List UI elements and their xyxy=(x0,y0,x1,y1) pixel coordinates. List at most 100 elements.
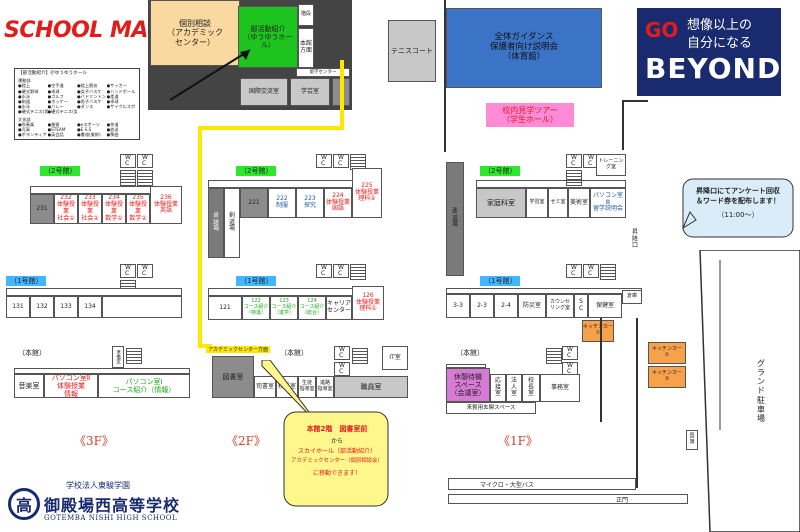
legend-title: 【部活動紹介】＠ゆうゆうホール xyxy=(18,71,87,76)
grand-parking: グ ラ ン ド 駐 車 場 xyxy=(752,346,770,436)
culture-6: ●E.S.S xyxy=(77,127,92,133)
f2-tosho-room: 図書室 xyxy=(212,356,254,398)
culture-2: ●eスポーツ xyxy=(77,121,100,127)
f1-kyukei: 休憩待機 スペース （会議室） xyxy=(446,368,490,402)
legend-sports-list: ●陸上●空手道●陸上競技●サッカー●硬式野球●卓球●女子バスケ●ハンドボール●水… xyxy=(18,83,136,114)
f3-room-235: 235 体験授業 数学② xyxy=(126,194,150,224)
notice-time: （11:00～） xyxy=(717,211,759,219)
f2-it-room: IT室 xyxy=(382,346,408,370)
f2-wc-4: W C xyxy=(333,264,349,278)
culture-10: ●書道(美術) xyxy=(77,132,101,138)
f1-kitchen-2: キッチンカー ② xyxy=(648,342,686,364)
sports-15: ●卓球 xyxy=(106,99,119,105)
f1-bijutsu: 美術室 xyxy=(568,188,590,218)
sports-10: ●バドミントン xyxy=(77,93,106,99)
sports-16: ●水泳 xyxy=(18,104,31,110)
grand-parking-shape xyxy=(699,250,800,532)
f2-honkan-tag: （本館） xyxy=(280,349,308,357)
culture-7: ●放送 xyxy=(106,127,119,133)
f1-kitchen-3: キッチンカー ③ xyxy=(648,366,686,388)
sports-14: ●男子バスケ xyxy=(77,99,102,105)
bus-lane xyxy=(448,478,636,490)
seimon-gate xyxy=(448,494,688,504)
f3-room-134: 134 xyxy=(78,296,102,318)
sports-3: ●サッカー xyxy=(106,83,127,89)
f2-room-122: 122 コース紹介 （特進） xyxy=(242,296,270,320)
f1-souko: 倉庫 xyxy=(622,290,642,304)
f3-stair-2 xyxy=(137,170,153,186)
legend-culture-title: 文化部 xyxy=(18,116,31,122)
f1-bousai: 防災室 xyxy=(518,294,546,318)
f2-callout-title: 本館2階 図書室前 xyxy=(306,425,368,433)
f1-oseppu: 応 接 室 xyxy=(490,374,506,402)
honkan-direction: 本館 方面 xyxy=(298,28,314,68)
beyond-text: BEYOND xyxy=(645,52,782,85)
sports-11: ●柔道 xyxy=(106,93,119,99)
go-text: GO xyxy=(645,18,679,42)
f2-wc-2: W C xyxy=(333,154,349,168)
f1-wall-top-right xyxy=(622,100,648,102)
f1-seminar: ゼミ室 xyxy=(548,188,568,218)
sports-4: ●硬式野球 xyxy=(18,88,39,94)
f3-honkan-corridor xyxy=(14,368,190,374)
go-beyond-banner: GO 想像以上の 自分になる BEYOND xyxy=(637,8,781,96)
f1-honkan-tag: （本館） xyxy=(456,349,484,357)
slogan-line1: 想像以上の xyxy=(687,18,753,33)
f2-wc-5: W C xyxy=(334,346,350,360)
f3-ongaku-room: 音楽室 xyxy=(14,374,44,398)
f3-wc-2: W C xyxy=(137,154,153,168)
slogan-line2: 自分になる xyxy=(687,36,753,51)
f1-sc: S C xyxy=(574,294,588,318)
f2-callout-line3: に移動できます！ xyxy=(312,470,361,477)
crest-char: 高 xyxy=(15,496,32,515)
culture-0: ●吹奏楽 xyxy=(18,121,35,127)
f1-label: 《1F》 xyxy=(498,434,538,448)
sports-13: ●ホッケー xyxy=(47,99,68,105)
f1-room-24: 2-4 xyxy=(494,294,518,318)
sports-17: ●バレー xyxy=(47,104,64,110)
f3-pc-room-1: パソコン室Ⅰ コース紹介（情報） xyxy=(98,374,190,398)
f3-stair-4 xyxy=(126,348,142,364)
f2-stair-2 xyxy=(350,264,366,280)
gakugei-room: 学芸室 xyxy=(290,78,330,106)
f3-wc-1: W C xyxy=(120,154,136,168)
f1-jimu: 事務室 xyxy=(540,374,580,402)
f1-wc-5: W C xyxy=(562,346,578,360)
f1-wall-right xyxy=(622,100,624,150)
f1-shokoguchi: 昇 降 口 xyxy=(626,210,644,270)
f1-wc-1: W C xyxy=(566,154,582,168)
f1-raihin: 来賓用玄関スペース xyxy=(446,402,536,414)
tennis-court: テニスコート xyxy=(388,20,436,82)
f2-callout-from: から xyxy=(330,438,343,445)
site-wall-gate xyxy=(636,318,638,488)
f2-takkyu: 卓 球 場 xyxy=(208,188,224,258)
f2-academic-way: アカデミックセンター方面 xyxy=(206,346,271,353)
legend-sports-title: 運動部 xyxy=(18,78,31,84)
school-map-title: SCHOOL MAP xyxy=(4,18,164,43)
arrow-to-club-hall xyxy=(169,49,251,101)
f1-stair-3 xyxy=(546,348,562,364)
school-corp: 学校法人東駿学園 xyxy=(66,481,130,490)
f2-shokuin-room: 職員室 xyxy=(334,376,408,398)
f2-room-124: 124 コース紹介 （総合） xyxy=(298,296,326,320)
f1-room-23: 2-3 xyxy=(470,294,494,318)
f1-stair-1 xyxy=(566,170,582,186)
sports-0: ●陸上 xyxy=(18,83,31,89)
f3-room-231: 231 xyxy=(30,194,54,224)
f1-counseling: カウンセ リング室 xyxy=(546,294,574,318)
culture-4: ●写真 xyxy=(18,127,31,133)
f2-callout-line1: スカイホール（部活動紹介） xyxy=(297,448,376,455)
f3-pc-room-2: パソコン室Ⅱ 体験授業 情報 xyxy=(44,374,98,398)
f3-room-132: 132 xyxy=(30,296,54,318)
culture-8: ●ボランティア xyxy=(18,132,47,138)
f2-room-225: 225 体験授業 理科② xyxy=(352,168,382,218)
notice-text: 昇降口にてアンケート回収 ＆ワード券を配布します！ xyxy=(696,187,780,205)
f2-wc-6: W C xyxy=(334,362,350,376)
ryugaku-room: 留学センター xyxy=(296,68,350,77)
f3-room-233: 233 体験授業 社会② xyxy=(78,194,102,224)
f3-stair-1 xyxy=(120,170,136,186)
f1-gakushu: 学習室 xyxy=(526,188,548,218)
club-legend: 【部活動紹介】＠ゆうゆうホール 運動部 ●陸上●空手道●陸上競技●サッカー●硬式… xyxy=(14,68,140,140)
f3-room-232: 232 体験授業 社会① xyxy=(54,194,78,224)
